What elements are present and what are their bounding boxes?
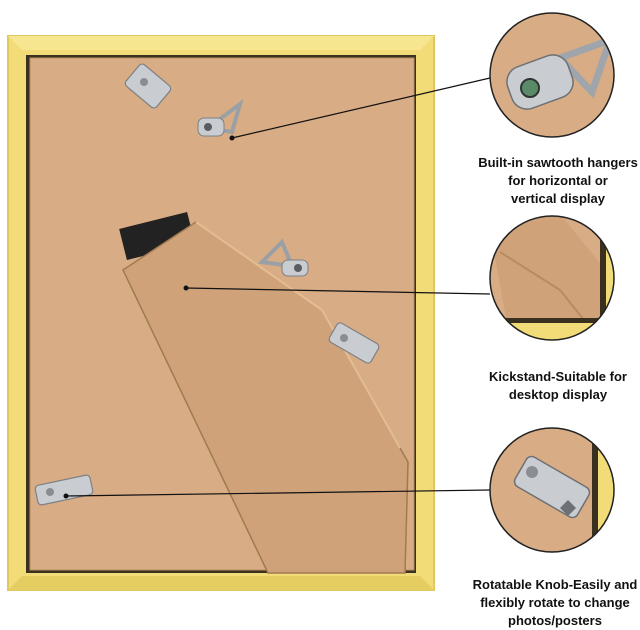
d-ring-hanger-icon [197,98,244,137]
callout-line: Built-in sawtooth hangers [478,155,638,170]
leader-line-2 [185,287,491,295]
d-ring-hanger-icon [257,238,309,277]
zoom-knob-closeup [489,427,615,553]
zoom-hanger-closeup [489,12,615,138]
leader-line-3 [65,489,491,497]
callout-hangers: Built-in sawtooth hangers for horizontal… [478,154,638,208]
rotatable-knob-icon [34,474,94,506]
zoom-kickstand-closeup [489,215,615,341]
callout-kickstand: Kickstand-Suitable for desktop display [478,368,638,404]
callout-line: Kickstand-Suitable for [489,369,627,384]
callout-line: photos/posters [508,613,602,628]
kickstand-hinge [119,212,195,260]
callout-knob: Rotatable Knob-Easily and flexibly rotat… [470,576,640,630]
sawtooth-hanger-icon [124,63,172,109]
leader-line-1 [231,77,491,139]
rotatable-knob-icon [328,322,380,364]
callout-line: flexibly rotate to change [480,595,630,610]
callout-line: Rotatable Knob-Easily and [472,577,638,592]
callout-line: vertical display [511,191,605,206]
callout-line: desktop display [508,387,608,402]
callout-line: for horizontal or [508,173,608,188]
